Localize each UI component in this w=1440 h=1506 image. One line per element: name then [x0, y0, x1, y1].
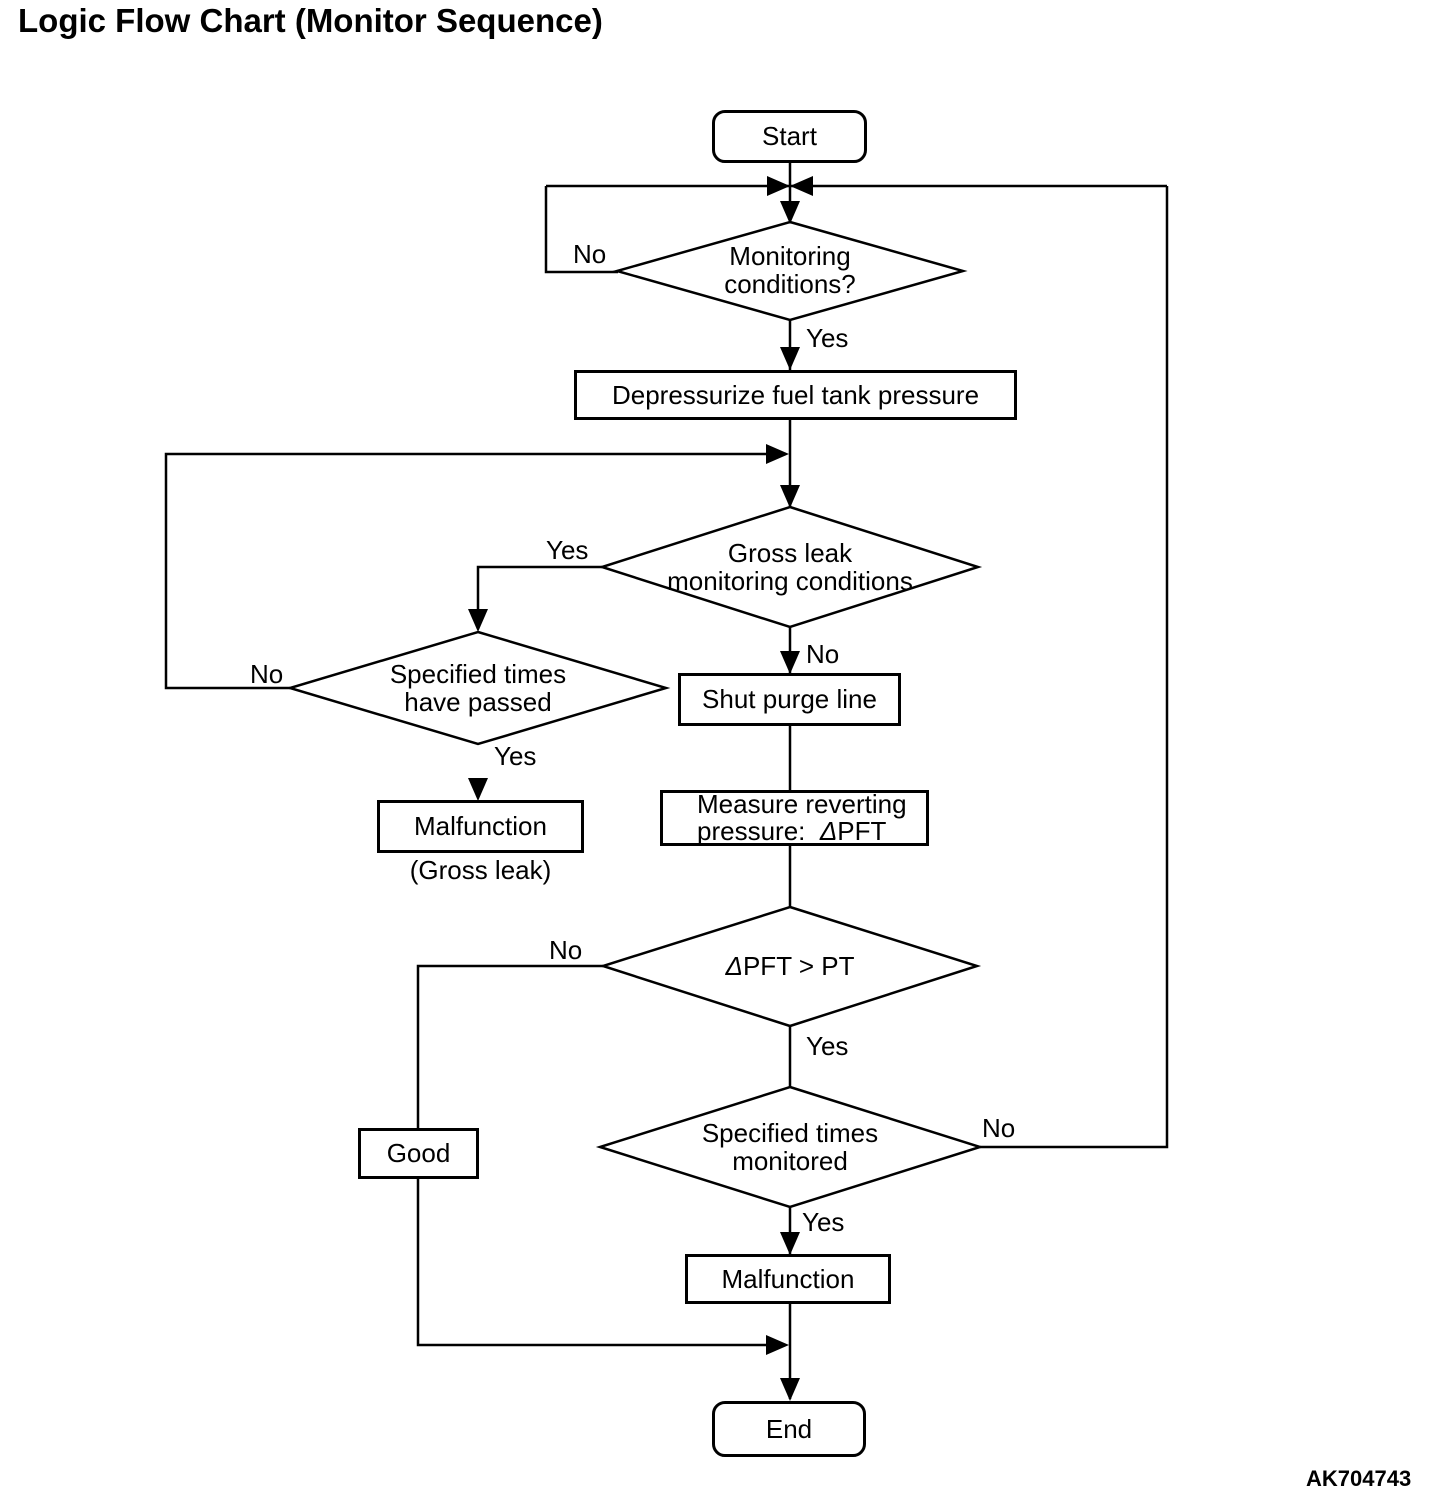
measure-line2: pressure: ΔPFT: [697, 818, 886, 845]
end-label: End: [765, 1413, 813, 1444]
good-process: Good: [358, 1128, 479, 1179]
measure-line1: Measure reverting: [697, 789, 907, 819]
edge-label-gross-leak-yes: Yes: [546, 535, 589, 565]
malfunction-label: Malfunction: [721, 1263, 855, 1294]
measure-line2-prefix: pressure:: [697, 816, 820, 846]
gross-leak-caption: (Gross leak): [409, 855, 552, 885]
edge-label-specified-passed-yes: Yes: [494, 741, 537, 771]
gross-leak-diamond-shape: [597, 505, 983, 629]
specified-times-passed-diamond-shape: [285, 630, 671, 746]
shut-purge-line-label: Shut purge line: [702, 684, 877, 714]
pft-compare-diamond-shape: [598, 905, 982, 1028]
edge-monitoring-no: [544, 186, 618, 274]
shut-purge-line-process: Shut purge line: [678, 673, 901, 726]
malfunction-process: Malfunction: [685, 1254, 891, 1304]
arrowhead-into-malfunction: [780, 1232, 800, 1255]
arrowhead-into-monitoring: [780, 201, 800, 224]
edge-label-gross-leak-no: No: [806, 639, 840, 669]
figure-code: AK704743: [1306, 1466, 1412, 1491]
edge-gross-leak-yes: [476, 565, 602, 629]
arrowhead-into-specified-passed: [468, 609, 488, 632]
good-label: Good: [386, 1138, 451, 1168]
edge-label-monitored-no: No: [982, 1113, 1016, 1143]
arrowhead-merge-into-spine: [766, 1335, 789, 1355]
end-node: End: [712, 1401, 866, 1457]
edge-label-pft-yes: Yes: [806, 1031, 849, 1061]
arrowhead-into-end: [780, 1378, 800, 1401]
measure-line2-suffix: PFT: [837, 816, 887, 846]
measure-reverting-pressure-process: Measure reverting pressure: ΔPFT: [660, 790, 929, 846]
arrowhead-loop-into-spine: [766, 444, 789, 464]
edge-specified-passed-no: [164, 452, 786, 690]
edge-label-pft-no: No: [549, 935, 583, 965]
edge-label-specified-passed-no: No: [250, 659, 284, 689]
arrowhead-into-shut-purge: [780, 651, 800, 674]
malfunction-gross-leak-label: Malfunction: [414, 811, 547, 841]
start-node: Start: [712, 110, 867, 163]
depressurize-label: Depressurize fuel tank pressure: [611, 379, 980, 410]
edge-monitored-no: [980, 186, 1169, 1149]
arrowhead-junction-right: [790, 176, 813, 196]
page-title: Logic Flow Chart (Monitor Sequence): [18, 2, 603, 39]
arrowhead-into-depressurize: [780, 347, 800, 370]
arrowhead-into-gross-leak: [780, 485, 800, 508]
start-label: Start: [762, 121, 817, 151]
delta-symbol: Δ: [819, 816, 838, 846]
edge-label-monitored-yes: Yes: [802, 1207, 845, 1237]
depressurize-process: Depressurize fuel tank pressure: [574, 370, 1017, 420]
monitoring-conditions-diamond-shape: [612, 220, 968, 322]
specified-times-monitored-diamond-shape: [595, 1085, 985, 1209]
malfunction-gross-leak-process: Malfunction: [377, 800, 584, 853]
arrowhead-junction-left: [767, 176, 790, 196]
arrowhead-into-malfunction-gross: [468, 778, 488, 801]
edge-label-monitoring-no: No: [573, 239, 607, 269]
edge-label-monitoring-yes: Yes: [806, 323, 849, 353]
